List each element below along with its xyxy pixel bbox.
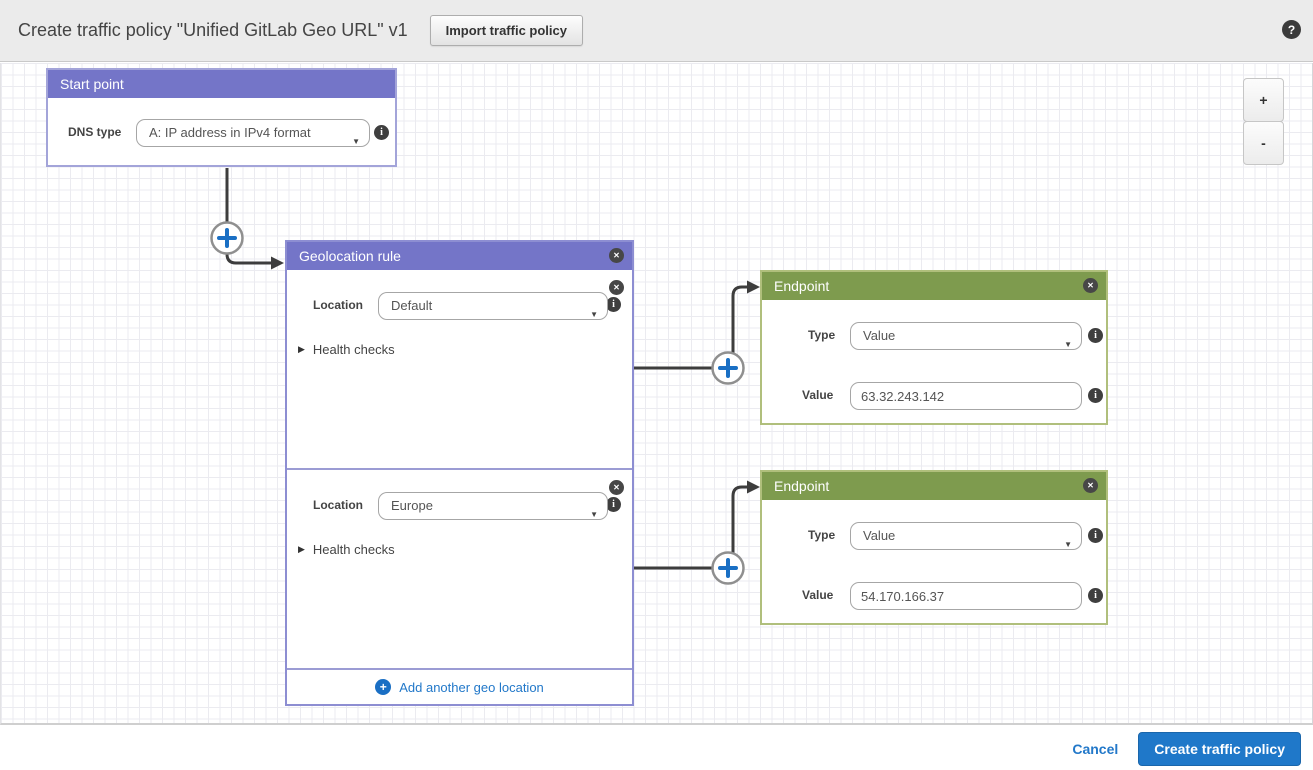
page-header: Create traffic policy "Unified GitLab Ge…: [0, 0, 1313, 62]
info-icon[interactable]: i: [374, 125, 389, 140]
endpoint-header: Endpoint ✕: [762, 272, 1106, 300]
location-label: Location: [313, 298, 363, 312]
add-geo-location-label: Add another geo location: [399, 679, 544, 695]
endpoint-type-value: Value: [863, 528, 896, 543]
plus-icon: +: [375, 679, 392, 695]
action-footer: Cancel Create traffic policy: [0, 727, 1313, 770]
endpoint-type-value: Value: [863, 328, 896, 343]
geo-section-default: ✕ i Location Default ▼ ▶ Health checks: [287, 270, 632, 470]
endpoint-value-input[interactable]: [850, 582, 1082, 610]
add-geo-location-link[interactable]: + Add another geo location: [375, 679, 544, 695]
chevron-down-icon: ▼: [590, 310, 598, 319]
location-dropdown[interactable]: Default ▼: [378, 292, 608, 320]
zoom-in-button[interactable]: +: [1243, 78, 1284, 122]
chevron-down-icon: ▼: [1064, 540, 1072, 549]
value-label: Value: [802, 388, 834, 402]
endpoint-body: Type Value ▼ i Value i: [762, 500, 1106, 623]
dns-type-dropdown[interactable]: A: IP address in IPv4 format ▼: [136, 119, 370, 147]
geolocation-rule-header: Geolocation rule ✕: [287, 242, 632, 270]
value-label: Value: [802, 588, 834, 602]
location-value: Europe: [391, 498, 433, 513]
location-label: Location: [313, 498, 363, 512]
geolocation-rule-box: Geolocation rule ✕ ✕ i Location Default …: [285, 240, 634, 706]
start-point-box: Start point DNS type A: IP address in IP…: [46, 68, 397, 167]
info-icon[interactable]: i: [1088, 588, 1103, 603]
health-checks-label: Health checks: [312, 542, 395, 557]
endpoint-value-input[interactable]: [850, 382, 1082, 410]
health-checks-toggle[interactable]: ▶ Health checks: [298, 342, 395, 357]
endpoint-box-1: Endpoint ✕ Type Value ▼ i Value i: [760, 270, 1108, 425]
health-checks-label: Health checks: [312, 342, 395, 357]
page-title: Create traffic policy "Unified GitLab Ge…: [18, 20, 408, 40]
start-point-body: DNS type A: IP address in IPv4 format ▼ …: [48, 98, 395, 165]
chevron-down-icon: ▼: [352, 137, 360, 146]
location-dropdown[interactable]: Europe ▼: [378, 492, 608, 520]
chevron-down-icon: ▼: [590, 510, 598, 519]
dns-type-label: DNS type: [68, 125, 122, 139]
close-icon[interactable]: ✕: [1083, 278, 1098, 293]
cancel-link[interactable]: Cancel: [1072, 740, 1119, 757]
info-icon[interactable]: i: [1088, 528, 1103, 543]
endpoint-box-2: Endpoint ✕ Type Value ▼ i Value i: [760, 470, 1108, 625]
geo-section-europe: ✕ i Location Europe ▼ ▶ Health checks: [287, 470, 632, 670]
start-point-title: Start point: [60, 76, 124, 92]
zoom-out-button[interactable]: -: [1243, 121, 1284, 165]
import-traffic-policy-button[interactable]: Import traffic policy: [429, 15, 583, 46]
info-icon[interactable]: i: [606, 497, 621, 512]
help-icon[interactable]: ?: [1282, 20, 1301, 39]
info-icon[interactable]: i: [1088, 328, 1103, 343]
disclosure-triangle-icon: ▶: [298, 544, 305, 554]
info-icon[interactable]: i: [1088, 388, 1103, 403]
close-icon[interactable]: ✕: [609, 480, 624, 495]
type-label: Type: [808, 328, 836, 342]
endpoint-body: Type Value ▼ i Value i: [762, 300, 1106, 423]
location-value: Default: [391, 298, 433, 313]
dns-type-value: A: IP address in IPv4 format: [149, 125, 311, 140]
endpoint-type-dropdown[interactable]: Value ▼: [850, 522, 1082, 550]
chevron-down-icon: ▼: [1064, 340, 1072, 349]
health-checks-toggle[interactable]: ▶ Health checks: [298, 542, 395, 557]
disclosure-triangle-icon: ▶: [298, 344, 305, 354]
close-icon[interactable]: ✕: [1083, 478, 1098, 493]
endpoint-header: Endpoint ✕: [762, 472, 1106, 500]
endpoint-title: Endpoint: [774, 478, 830, 494]
geo-rule-footer: + Add another geo location: [287, 670, 632, 704]
geolocation-rule-title: Geolocation rule: [299, 248, 401, 264]
zoom-controls: + -: [1243, 78, 1284, 165]
create-traffic-policy-button[interactable]: Create traffic policy: [1138, 731, 1301, 766]
endpoint-title: Endpoint: [774, 278, 830, 294]
close-icon[interactable]: ✕: [609, 280, 624, 295]
start-point-header: Start point: [48, 70, 395, 98]
endpoint-type-dropdown[interactable]: Value ▼: [850, 322, 1082, 350]
type-label: Type: [808, 528, 836, 542]
info-icon[interactable]: i: [606, 297, 621, 312]
close-icon[interactable]: ✕: [609, 248, 624, 263]
